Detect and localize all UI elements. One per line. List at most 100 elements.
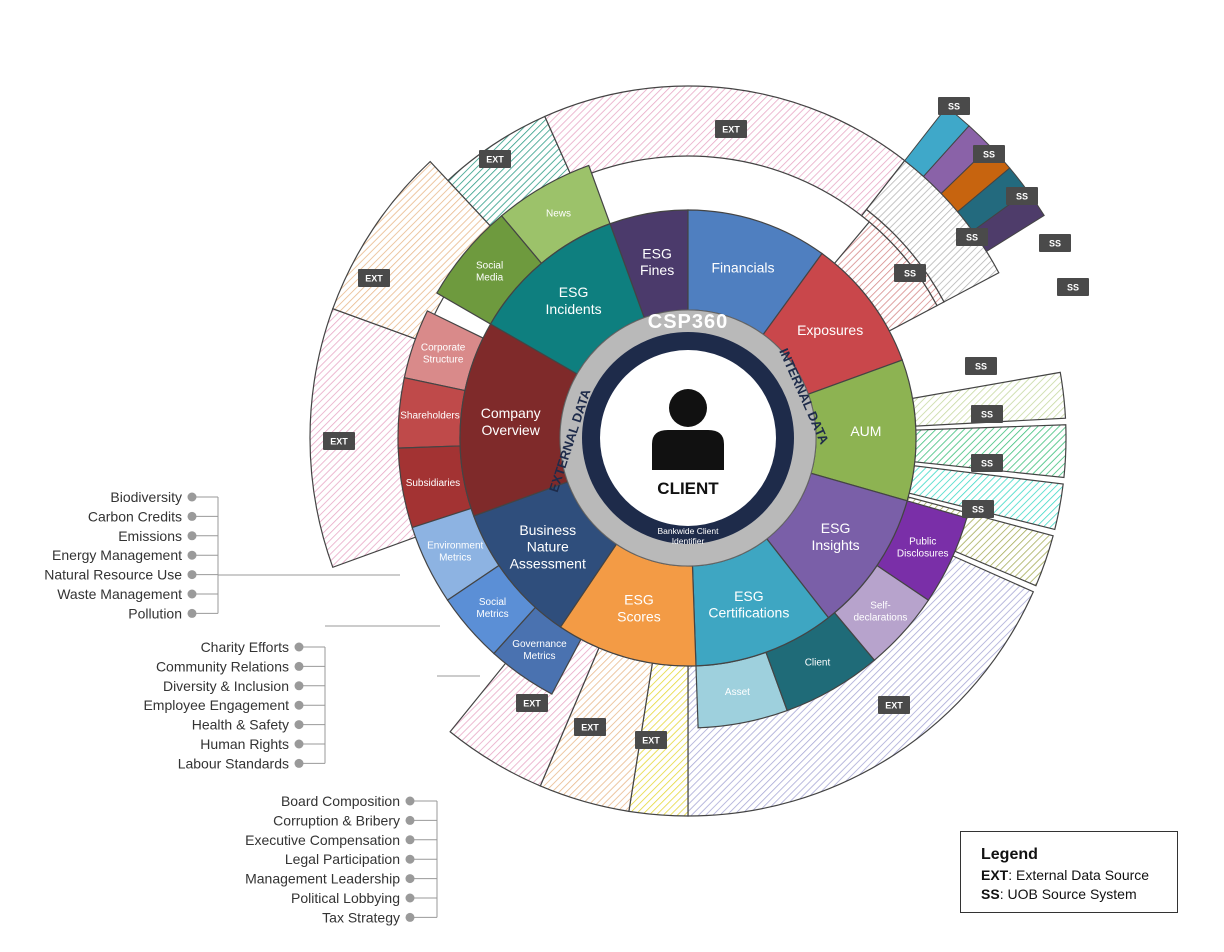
ss-source-tag: SS xyxy=(1057,278,1089,296)
source-tag-text: SS xyxy=(975,362,987,372)
ss-source-tag: SS xyxy=(1039,234,1071,252)
identifier-label: Bankwide Client xyxy=(658,526,720,536)
client-label: CLIENT xyxy=(657,479,719,498)
bullet-dot xyxy=(294,681,304,691)
sub-label-client-line: Client xyxy=(805,657,831,668)
legend-ext-key: EXT xyxy=(981,867,1009,883)
source-tag-text: EXT xyxy=(885,701,903,711)
bullet-dot xyxy=(405,893,415,903)
csp360-title: CSP360 xyxy=(648,311,729,333)
legend-ss-key: SS xyxy=(981,886,1000,902)
source-tag-text: EXT xyxy=(330,437,348,447)
sub-label-shareholders: Shareholders xyxy=(400,410,459,421)
bullet-dot xyxy=(294,720,304,730)
metric-item: Corruption & Bribery xyxy=(273,812,400,828)
outer-source-segment-ext xyxy=(332,160,497,343)
metric-item: Political Lobbying xyxy=(291,890,400,906)
category-label-esg-insights-line: ESG xyxy=(821,520,851,536)
source-tag-text: EXT xyxy=(581,723,599,733)
ss-source-tag: SS xyxy=(973,145,1005,163)
bullet-dot xyxy=(187,492,197,502)
ss-source-tag: SS xyxy=(938,97,970,115)
sub-label-governance-metrics-line: Metrics xyxy=(523,651,555,662)
source-tag-text: SS xyxy=(981,410,993,420)
ss-source-tag: SS xyxy=(971,405,1003,423)
bullet-dot xyxy=(405,874,415,884)
category-label-aum-line: AUM xyxy=(850,422,881,438)
bullet-dot xyxy=(405,912,415,922)
source-tag-text: EXT xyxy=(523,699,541,709)
category-label-esg-certifications-line: ESG xyxy=(734,588,764,604)
category-label-esg-incidents-line: Incidents xyxy=(546,301,602,317)
sub-label-governance-metrics-line: Governance xyxy=(512,639,567,650)
sub-label-client: Client xyxy=(805,657,831,668)
ext-source-tag: EXT xyxy=(479,150,511,168)
sub-label-corporate-structure-line: Structure xyxy=(423,354,464,365)
legend-ext-row: EXT: External Data Source xyxy=(981,866,1177,885)
bullet-dot xyxy=(187,511,197,521)
metric-item: Human Rights xyxy=(200,736,289,752)
legend-title: Legend xyxy=(981,846,1038,863)
sub-label-self-declarations: Self-declarations xyxy=(854,600,908,623)
source-tag-text: SS xyxy=(1067,283,1079,293)
sub-label-subsidiaries-line: Subsidiaries xyxy=(406,478,460,489)
category-label-esg-insights-line: Insights xyxy=(811,537,859,553)
metric-item: Community Relations xyxy=(156,658,289,674)
ext-source-tag: EXT xyxy=(323,432,355,450)
sub-label-environment-metrics-line: Environment xyxy=(427,540,483,551)
source-tag-text: EXT xyxy=(486,155,504,165)
bullet-dot xyxy=(294,700,304,710)
metric-item: Charity Efforts xyxy=(201,639,289,655)
bullet-dot xyxy=(294,739,304,749)
source-tag-text: SS xyxy=(983,150,995,160)
category-label-aum: AUM xyxy=(850,422,881,438)
bullet-dot xyxy=(405,815,415,825)
metric-item: Employee Engagement xyxy=(143,697,289,713)
metric-item: Health & Safety xyxy=(192,717,289,733)
sub-label-public-disclosures-line: Disclosures xyxy=(897,548,949,559)
ss-source-tag: SS xyxy=(962,500,994,518)
ss-source-tag: SS xyxy=(965,357,997,375)
legend-ss-text: : UOB Source System xyxy=(999,886,1137,902)
bullet-dot xyxy=(187,531,197,541)
bullet-dot xyxy=(187,550,197,560)
bullet-dot xyxy=(405,835,415,845)
bullet-dot xyxy=(294,758,304,768)
source-tag-text: SS xyxy=(904,269,916,279)
category-label-exposures-line: Exposures xyxy=(797,322,863,338)
metric-item: Legal Participation xyxy=(285,851,400,867)
sub-label-subsidiaries: Subsidiaries xyxy=(406,478,460,489)
sub-label-news: News xyxy=(546,208,571,219)
sub-label-social-metrics-line: Social xyxy=(479,597,506,608)
category-label-esg-fines-line: ESG xyxy=(642,245,672,261)
ss-source-tag: SS xyxy=(894,264,926,282)
metric-item: Natural Resource Use xyxy=(44,567,182,583)
ext-source-tag: EXT xyxy=(878,696,910,714)
identifier-label-2: Identifier xyxy=(672,536,705,546)
legend-box: Legend EXT: External Data Source SS: UOB… xyxy=(960,831,1178,913)
category-label-esg-scores-line: ESG xyxy=(624,591,654,607)
ss-source-tag: SS xyxy=(971,454,1003,472)
ext-source-tag: EXT xyxy=(358,269,390,287)
sub-label-self-declarations-line: declarations xyxy=(854,612,908,623)
source-tag-text: EXT xyxy=(365,274,383,284)
sub-label-news-line: News xyxy=(546,208,571,219)
bullet-dot xyxy=(187,608,197,618)
sub-label-social-media-line: Social xyxy=(476,260,503,271)
metric-item: Waste Management xyxy=(57,586,182,602)
metric-item: Energy Management xyxy=(52,547,182,563)
sub-label-self-declarations-line: Self- xyxy=(870,600,891,611)
